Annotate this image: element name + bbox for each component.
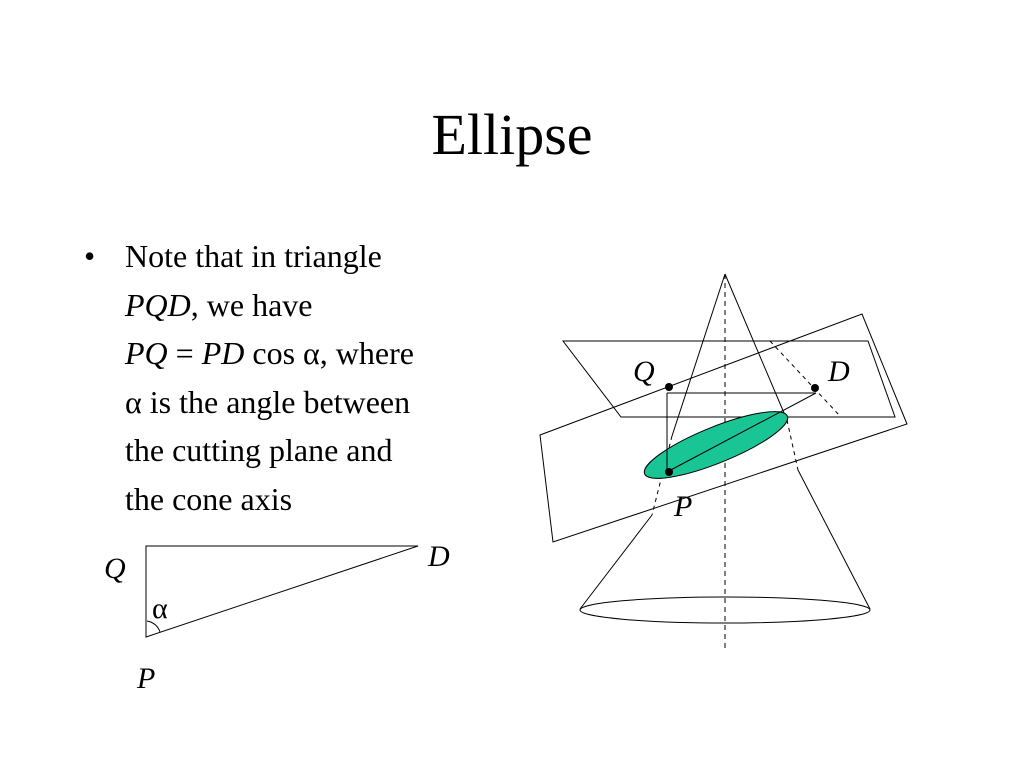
- we-have-text: , we have: [190, 286, 313, 323]
- cos-text: cos: [244, 335, 304, 371]
- bullet-line-2: PQD, we have: [125, 281, 515, 330]
- plane-hidden-edge: [769, 340, 841, 417]
- cone-base: [579, 596, 871, 624]
- triangle-label-p: P: [136, 662, 155, 695]
- point-q: [665, 383, 673, 391]
- cone-right-hidden: [786, 419, 799, 471]
- cone-segments: [666, 392, 817, 473]
- triangle-outline: [145, 545, 419, 638]
- cone-label-q: Q: [633, 355, 655, 388]
- slide-title: Ellipse: [431, 102, 593, 167]
- bullet-line-4: α is the angle between: [125, 378, 515, 427]
- alpha-symbol: α: [303, 335, 320, 371]
- cone-label-d: D: [827, 355, 850, 388]
- section-ellipse: [643, 411, 789, 479]
- point-p: [665, 468, 673, 476]
- triangle-label-alpha: α: [152, 592, 168, 625]
- angle-between-text: is the angle between: [141, 383, 411, 420]
- triangle-label-d: D: [427, 540, 450, 573]
- horizontal-plane: [561, 340, 896, 418]
- cone-left-side-upper: [671, 273, 726, 437]
- segment-pd: PD: [201, 335, 245, 371]
- cone-left-hidden: [651, 435, 673, 516]
- bullet-marker: •: [84, 238, 96, 274]
- cone-label-p: P: [673, 490, 692, 523]
- alpha-symbol: α: [125, 383, 142, 420]
- cone-right-side-upper: [724, 273, 788, 421]
- bullet-line-5: the cutting plane and: [125, 432, 393, 468]
- bullet-line-6: the cone axis: [125, 480, 293, 517]
- bullet-line-3: PQ = PD cos α, where: [125, 329, 515, 378]
- segment-pq: PQ: [125, 335, 168, 371]
- cone-right-side-lower: [797, 469, 871, 610]
- point-d: [811, 384, 819, 392]
- triangle-label-q: Q: [104, 552, 126, 585]
- segment-pd: [666, 392, 817, 473]
- bullet-text: Note that in triangle PQD, we have PQ = …: [125, 232, 515, 523]
- cutting-plane: [539, 313, 908, 543]
- where-text: , where: [319, 335, 414, 371]
- bullet-line-1: Note that in triangle: [125, 238, 382, 274]
- triangle-pqd: [145, 545, 419, 638]
- cone-diagram: [539, 273, 908, 650]
- equals-sign: =: [167, 335, 202, 371]
- cone-left-side-lower: [579, 514, 653, 610]
- angle-alpha-arc: [146, 620, 161, 633]
- triangle-name: PQD: [125, 286, 191, 323]
